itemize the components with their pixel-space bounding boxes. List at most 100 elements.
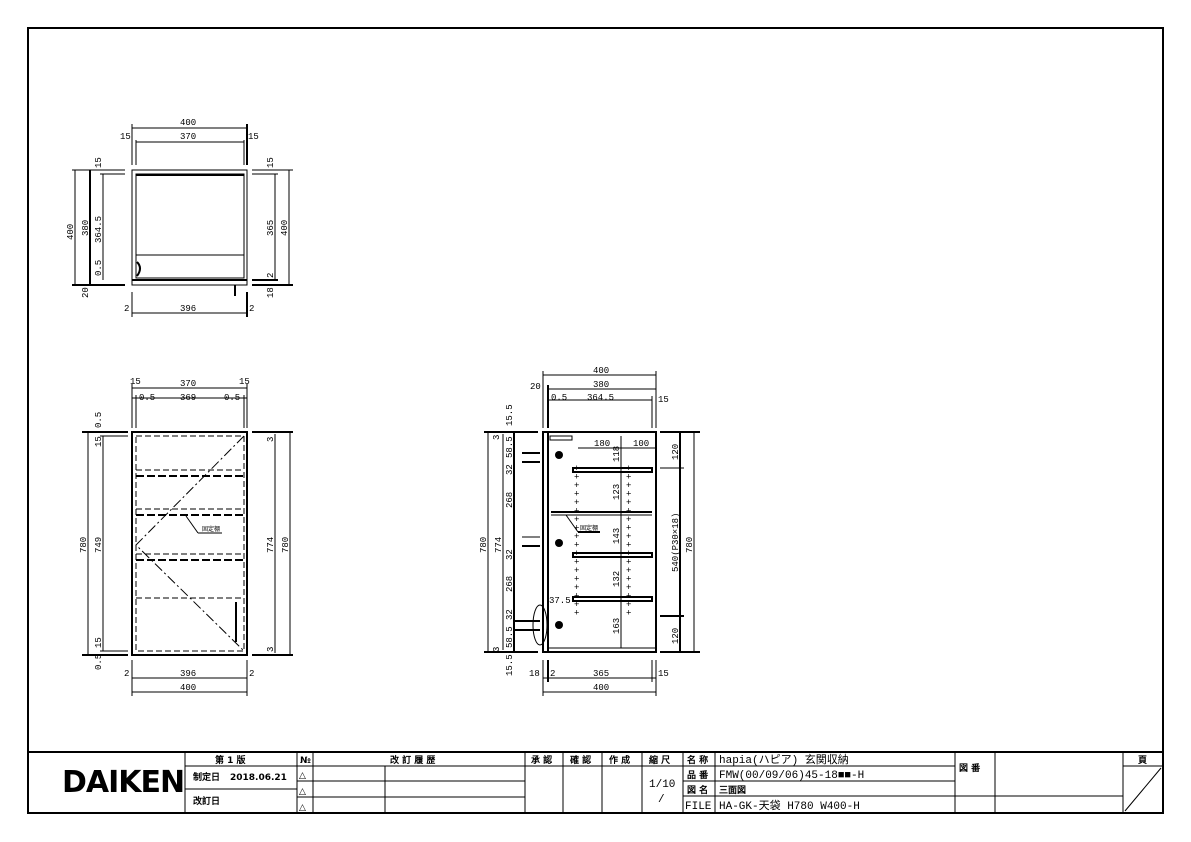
dim: 0.5: [224, 393, 240, 403]
dim: 396: [180, 669, 196, 679]
dim: 780: [281, 537, 291, 553]
pin-hole-mark: +: [626, 473, 631, 483]
dim: 365: [593, 669, 609, 679]
pin-hole-mark: +: [574, 515, 579, 525]
pin-hole-mark: +: [574, 490, 579, 500]
dim: 120: [671, 628, 681, 644]
dim: 58.5: [505, 436, 515, 458]
pin-hole-mark: +: [626, 490, 631, 500]
file-label: FILE: [685, 801, 712, 813]
dim: 0.5: [94, 260, 104, 276]
front-view: 固定棚 15 370 15 0.5 369 0.5 780 749 15 0.5…: [79, 377, 293, 696]
adjustable-shelf: [572, 596, 653, 602]
edition-label: 第 1 版: [215, 754, 246, 766]
pin-hole-mark: +: [626, 515, 631, 525]
revision-triangle-icon: △: [299, 803, 306, 813]
dim: 3: [266, 437, 276, 442]
established-date: 2018.06.21: [230, 773, 287, 783]
drawing-name-label: 図 名: [687, 784, 708, 796]
dim: 18: [266, 287, 276, 298]
dim: 780: [685, 537, 695, 553]
pin-hole-mark: +: [626, 592, 631, 602]
dim: 20: [81, 287, 91, 298]
pin-hole-mark: +: [574, 592, 579, 602]
drawing-name: 三面図: [719, 785, 746, 796]
dim: 3: [492, 647, 502, 652]
dim: 365: [266, 220, 276, 236]
approved-label: 承 認: [531, 754, 552, 766]
pin-hole-mark: +: [626, 600, 631, 610]
pin-hole-mark: +: [574, 583, 579, 593]
dim: 2: [550, 669, 555, 679]
page-label: 頁: [1138, 755, 1147, 766]
dim: 370: [180, 379, 196, 389]
top-view-outline: [131, 169, 248, 286]
pin-hole-mark: +: [626, 549, 631, 559]
name-label: 名 称: [687, 754, 708, 766]
dim: 32: [505, 464, 515, 475]
dim: 18: [529, 669, 540, 679]
pin-hole-mark: +: [574, 473, 579, 483]
dim: 369: [180, 393, 196, 403]
top-view: 400 370 15 15 400 380 364.5 0.5 20 15 36…: [66, 118, 293, 317]
dim: 2: [124, 304, 129, 314]
dim-inner-width: 370: [180, 132, 196, 142]
pin-hole-mark: +: [574, 575, 579, 585]
dim: 774: [266, 537, 276, 553]
dim: 400: [280, 220, 290, 236]
pin-hole-mark: +: [574, 464, 579, 474]
pin-hole-mark: +: [626, 558, 631, 568]
dim: 15: [94, 436, 104, 447]
dim: 268: [505, 492, 515, 508]
part-number-label: 品 番: [687, 769, 709, 781]
dim: 15.5: [505, 654, 515, 676]
pin-hole-mark: +: [574, 524, 579, 534]
dim: 540(P30×18): [671, 513, 681, 572]
pin-hole-mark: +: [626, 524, 631, 534]
dim: 15: [658, 395, 669, 405]
pin-hole-mark: +: [626, 498, 631, 508]
pin-hole-mark: +: [626, 541, 631, 551]
side-view: 固定棚 ++++++++++++++++++++++++++++++++++++…: [479, 366, 700, 696]
dim: 15: [266, 157, 276, 168]
top-view-inner: [135, 173, 245, 279]
revision-history-label: 改 訂 履 歴: [390, 754, 435, 766]
dim: 15: [248, 132, 259, 142]
pin-hole-mark: +: [626, 507, 631, 517]
dim: 163: [612, 618, 622, 634]
shelf-pin-holes: ++++++++++++++++++++++++++++++++++++: [574, 464, 631, 619]
no-label: №: [300, 756, 311, 766]
dim: 380: [593, 380, 609, 390]
dim: 15: [130, 377, 141, 387]
dim: 2: [249, 304, 254, 314]
dim: 3: [492, 435, 502, 440]
pin-hole-mark: +: [574, 600, 579, 610]
revised-label: 改訂日: [193, 795, 220, 807]
pin-hole-mark: +: [574, 507, 579, 517]
dim: 58.5: [505, 626, 515, 648]
dim: 0.5: [94, 654, 104, 670]
pin-hole-mark: +: [574, 609, 579, 619]
dim: 0.5: [94, 412, 104, 428]
fixed-shelf-label: 固定棚: [202, 525, 220, 533]
door-knob-icon: [136, 261, 141, 277]
established-label: 制定日: [193, 771, 220, 783]
pin-hole-mark: +: [574, 541, 579, 551]
revision-triangle-icon: △: [299, 787, 306, 797]
dim: 15.5: [505, 404, 515, 426]
dim: 400: [593, 366, 609, 376]
dim: 123: [612, 484, 622, 500]
pin-hole-mark: +: [574, 566, 579, 576]
dim: 132: [612, 571, 622, 587]
drawing-number-label: 図 番: [959, 762, 981, 774]
pin-hole-mark: +: [626, 583, 631, 593]
scale-label: 縮 尺: [649, 754, 670, 766]
handle-profile: [532, 604, 548, 646]
dim: 400: [180, 683, 196, 693]
dim: 3: [266, 647, 276, 652]
dim: 180: [594, 439, 610, 449]
dim: 364.5: [94, 216, 104, 243]
title-block: DAIKEN 第 1 版 制定日 2018.06.21 改訂日 № △ △ △ …: [28, 751, 1163, 813]
dim: 380: [81, 220, 91, 236]
hinge-icon: [555, 451, 563, 629]
